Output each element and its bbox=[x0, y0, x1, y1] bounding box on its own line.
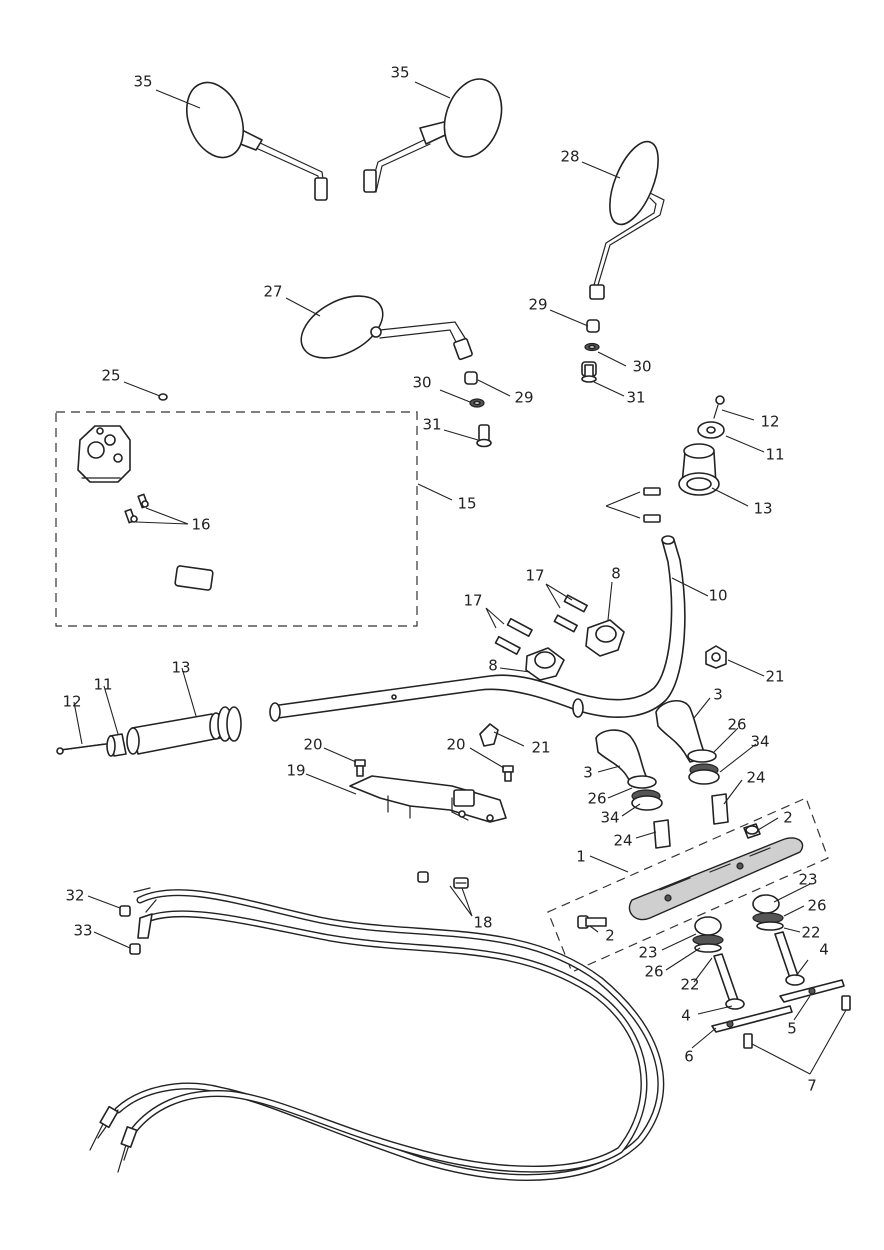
callout-11-lower: 11 bbox=[93, 676, 112, 694]
nut-21-lower bbox=[479, 723, 499, 747]
callout-35-right: 35 bbox=[390, 64, 409, 82]
callout-26-lower: 26 bbox=[644, 963, 663, 981]
callout-8-lower: 8 bbox=[488, 657, 498, 675]
callout-21-upper: 21 bbox=[765, 668, 784, 686]
callout-3-right: 3 bbox=[713, 686, 723, 704]
bolt-20-right bbox=[502, 765, 514, 782]
spacers-29-30-31-right bbox=[581, 319, 600, 383]
clamp-8-left bbox=[525, 647, 565, 681]
callout-4-lower: 4 bbox=[681, 1007, 691, 1025]
callout-8-upper: 8 bbox=[611, 565, 621, 583]
callout-22-lower: 22 bbox=[680, 976, 699, 994]
callout-2-upper: 2 bbox=[783, 809, 793, 827]
handlebar-10 bbox=[269, 535, 686, 722]
callout-23-lower: 23 bbox=[638, 944, 657, 962]
callout-19: 19 bbox=[286, 762, 305, 780]
riser-3-right bbox=[655, 700, 729, 825]
callout-22-right: 22 bbox=[801, 924, 820, 942]
spacers-29-30-31-left bbox=[464, 371, 492, 448]
mirror-27 bbox=[300, 295, 473, 361]
mirror-left-35 bbox=[186, 81, 328, 201]
callout-29-lower: 29 bbox=[514, 389, 533, 407]
bolts-17 bbox=[494, 594, 588, 655]
callout-18: 18 bbox=[473, 914, 492, 932]
callout-12-lower: 12 bbox=[62, 693, 81, 711]
mount-lower-left bbox=[692, 916, 745, 1010]
callout-20-right: 20 bbox=[446, 736, 465, 754]
callout-labels: 35 35 28 27 29 30 31 30 29 31 25 12 11 1… bbox=[62, 64, 828, 1095]
callout-21-lower: 21 bbox=[531, 739, 550, 757]
left-grip-assembly bbox=[56, 706, 242, 757]
callout-31-upper: 31 bbox=[626, 389, 645, 407]
callout-24-upper: 24 bbox=[746, 769, 765, 787]
callout-16: 16 bbox=[191, 516, 210, 534]
screws-upper-pair bbox=[605, 487, 661, 523]
callout-33: 33 bbox=[73, 922, 92, 940]
callout-2-lower: 2 bbox=[605, 927, 615, 945]
callout-17-right: 17 bbox=[525, 567, 544, 585]
callout-34-left: 34 bbox=[600, 809, 619, 827]
callout-35-left: 35 bbox=[133, 73, 152, 91]
callout-31-lower: 31 bbox=[422, 416, 441, 434]
callout-17-left: 17 bbox=[463, 592, 482, 610]
callout-30-upper: 30 bbox=[632, 358, 651, 376]
callout-23-upper: 23 bbox=[798, 871, 817, 889]
fasteners-18 bbox=[417, 871, 469, 889]
leader-lines bbox=[73, 81, 847, 1075]
callout-28: 28 bbox=[560, 148, 579, 166]
callout-1: 1 bbox=[576, 848, 586, 866]
callout-34-upper: 34 bbox=[750, 733, 769, 751]
switch-kit-box bbox=[55, 411, 418, 627]
callout-12-upper: 12 bbox=[760, 413, 779, 431]
callout-27: 27 bbox=[263, 283, 282, 301]
callout-13-upper: 13 bbox=[753, 500, 772, 518]
callout-3-left: 3 bbox=[583, 764, 593, 782]
switch-cube-harness bbox=[77, 425, 408, 594]
mirror-right-35 bbox=[363, 78, 503, 193]
bar-end-upper bbox=[678, 395, 725, 496]
screws-16 bbox=[124, 493, 149, 524]
callout-32: 32 bbox=[65, 887, 84, 905]
callout-10: 10 bbox=[708, 587, 727, 605]
callout-15: 15 bbox=[457, 495, 476, 513]
bolt-20-left bbox=[354, 759, 366, 777]
callout-30-lower: 30 bbox=[412, 374, 431, 392]
callout-29-upper: 29 bbox=[528, 296, 547, 314]
clamp-kit-box bbox=[547, 797, 829, 973]
screws-7 bbox=[743, 995, 851, 1049]
callout-25: 25 bbox=[101, 367, 120, 385]
callout-26-upper: 26 bbox=[727, 716, 746, 734]
callout-11-upper: 11 bbox=[765, 446, 784, 464]
bolt-2-upper bbox=[743, 823, 761, 839]
throttle-cables bbox=[89, 887, 665, 1181]
callout-26-left: 26 bbox=[587, 790, 606, 808]
bracket-19 bbox=[349, 775, 507, 823]
nut-21-upper bbox=[705, 645, 727, 669]
grommet-25 bbox=[158, 393, 168, 401]
washers-4-5-6 bbox=[711, 979, 845, 1033]
callout-6: 6 bbox=[684, 1048, 694, 1066]
bolt-2-lower bbox=[577, 915, 607, 929]
callout-24-lower: 24 bbox=[613, 832, 632, 850]
callout-13-lower: 13 bbox=[171, 659, 190, 677]
mount-lower-right bbox=[752, 894, 805, 986]
riser-3-left bbox=[595, 729, 671, 849]
callout-5: 5 bbox=[787, 1020, 797, 1038]
callout-20-left: 20 bbox=[303, 736, 322, 754]
mirror-28 bbox=[589, 140, 665, 300]
callout-4-upper: 4 bbox=[819, 941, 829, 959]
clamp-1 bbox=[628, 837, 804, 921]
callout-7: 7 bbox=[807, 1077, 817, 1095]
clamp-8-right bbox=[585, 619, 625, 657]
callout-26-right: 26 bbox=[807, 897, 826, 915]
